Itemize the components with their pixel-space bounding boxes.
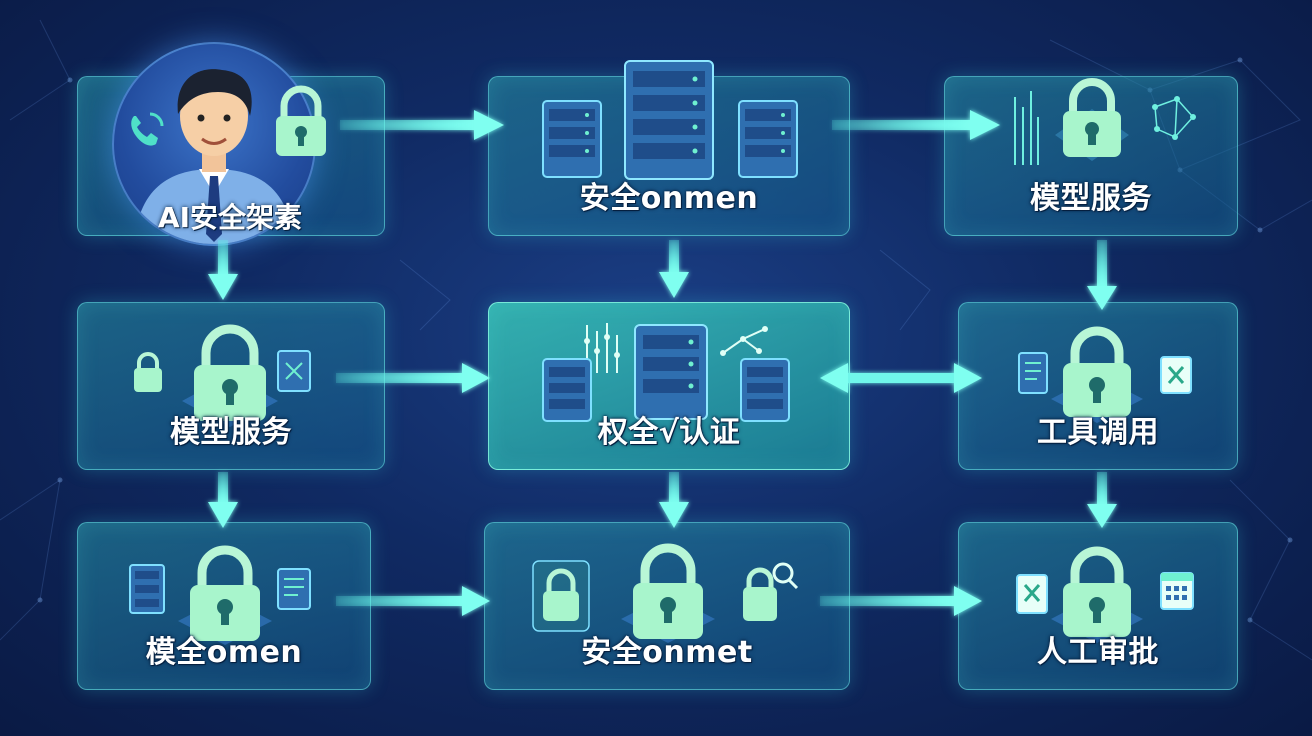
node-label: AI安全架素 — [157, 201, 303, 234]
node-model-service-top[interactable]: 模型服务 — [944, 76, 1238, 236]
node-model-service-mid[interactable]: 模型服务 — [77, 302, 385, 470]
node-human-approval[interactable]: 人工审批 — [958, 522, 1238, 690]
chart-bars-icon — [1014, 91, 1039, 165]
node-label: 权全√认证 — [597, 415, 741, 450]
padlock-icon — [134, 352, 162, 392]
network-graph-icon — [720, 326, 768, 356]
node-label: 安全onmen — [579, 181, 759, 216]
node-label: 人工审批 — [1037, 635, 1159, 670]
server-rack-icon — [738, 100, 798, 178]
node-tool-calling[interactable]: 工具调用 — [958, 302, 1238, 470]
node-label: 模全omen — [145, 635, 303, 670]
server-rack-icon — [740, 358, 790, 422]
document-icon — [277, 350, 311, 392]
document-icon — [277, 568, 311, 610]
document-icon — [1016, 574, 1048, 614]
node-security-gateway[interactable]: 安全onmen — [488, 60, 850, 236]
server-rack-icon — [624, 60, 714, 180]
padlock-icon — [1051, 546, 1143, 643]
padlock-icon — [182, 324, 278, 427]
server-rack-icon — [542, 358, 592, 422]
node-security-onmet[interactable]: 安全onmet — [484, 522, 850, 690]
phone-icon — [131, 112, 164, 146]
padlock-icon — [178, 545, 272, 645]
padlock-icon — [1051, 326, 1143, 423]
magnifier-icon — [743, 562, 799, 621]
server-rack-icon — [129, 564, 165, 614]
network-graph-icon — [1152, 96, 1196, 140]
server-rack-icon — [634, 324, 708, 420]
node-label: 工具调用 — [1037, 415, 1159, 450]
document-icon — [1160, 356, 1192, 394]
padlock-icon — [621, 543, 715, 643]
document-icon — [1018, 352, 1048, 394]
calendar-icon — [1160, 572, 1194, 610]
node-label: 模型服务 — [170, 415, 292, 450]
padlock-icon — [1055, 78, 1129, 161]
server-rack-icon — [542, 100, 602, 178]
padlock-icon — [532, 560, 590, 632]
padlock-icon — [276, 85, 326, 156]
node-auth-center[interactable]: 权全√认证 — [488, 302, 850, 470]
node-model-security[interactable]: 模全omen — [77, 522, 371, 690]
node-label: 模型服务 — [1030, 181, 1152, 216]
chart-bars-icon — [584, 323, 620, 373]
node-label: 安全onmet — [581, 635, 753, 670]
